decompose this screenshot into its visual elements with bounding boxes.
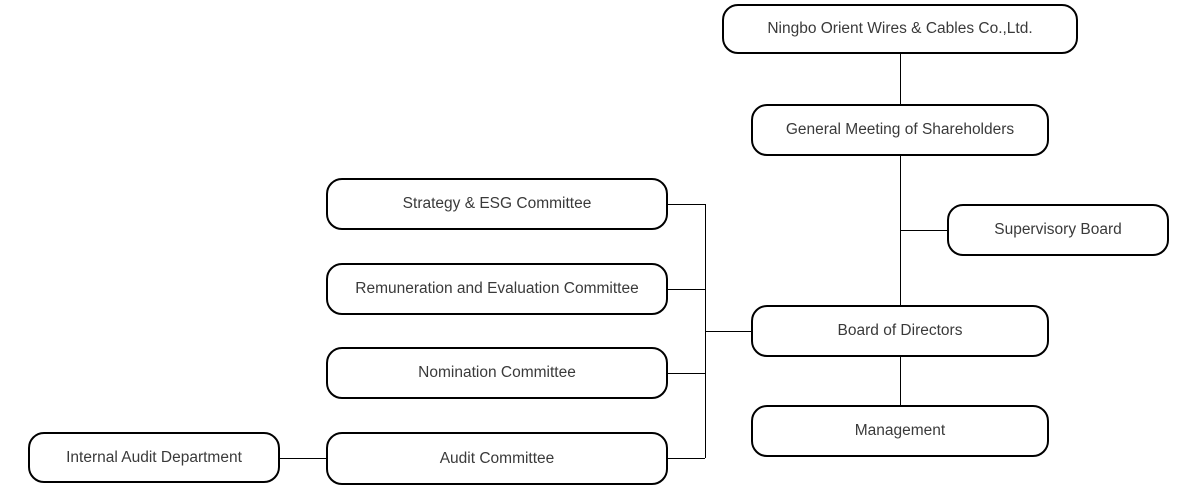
node-board-of-directors: Board of Directors — [751, 305, 1049, 357]
node-internal-audit-department: Internal Audit Department — [28, 432, 280, 483]
connector-company-gms — [900, 54, 901, 104]
connector-board-management — [900, 357, 901, 405]
node-internal-label: Internal Audit Department — [66, 448, 242, 466]
node-company: Ningbo Orient Wires & Cables Co.,Ltd. — [722, 4, 1078, 54]
node-general-meeting-of-shareholders: General Meeting of Shareholders — [751, 104, 1049, 156]
node-supervisory-board: Supervisory Board — [947, 204, 1169, 256]
connector-nomination-committee — [668, 373, 705, 374]
node-audit-label: Audit Committee — [439, 449, 555, 467]
node-management: Management — [751, 405, 1049, 457]
node-strategy-label: Strategy & ESG Committee — [402, 195, 592, 212]
node-remuneration-evaluation-committee: Remuneration and Evaluation Committee — [326, 263, 668, 315]
node-management-label: Management — [854, 422, 946, 439]
connector-remuneration-committee — [668, 289, 705, 290]
connector-supervisory-board — [900, 230, 947, 231]
node-nomination-committee: Nomination Committee — [326, 347, 668, 399]
node-remuneration-label: Remuneration and Evaluation Committee — [355, 280, 639, 297]
connector-strategy-committee — [668, 204, 705, 205]
connector-audit-committee — [668, 458, 705, 459]
node-supervisory-label: Supervisory Board — [994, 221, 1122, 238]
connector-internal-audit — [280, 458, 327, 459]
node-company-label: Ningbo Orient Wires & Cables Co.,Ltd. — [767, 20, 1033, 37]
node-board-label: Board of Directors — [837, 322, 963, 339]
node-audit-committee: Audit Committee — [326, 432, 668, 485]
node-gms-label: General Meeting of Shareholders — [785, 121, 1015, 138]
node-strategy-esg-committee: Strategy & ESG Committee — [326, 178, 668, 230]
connector-spine-board — [705, 331, 751, 332]
node-nomination-label: Nomination Committee — [418, 364, 576, 381]
